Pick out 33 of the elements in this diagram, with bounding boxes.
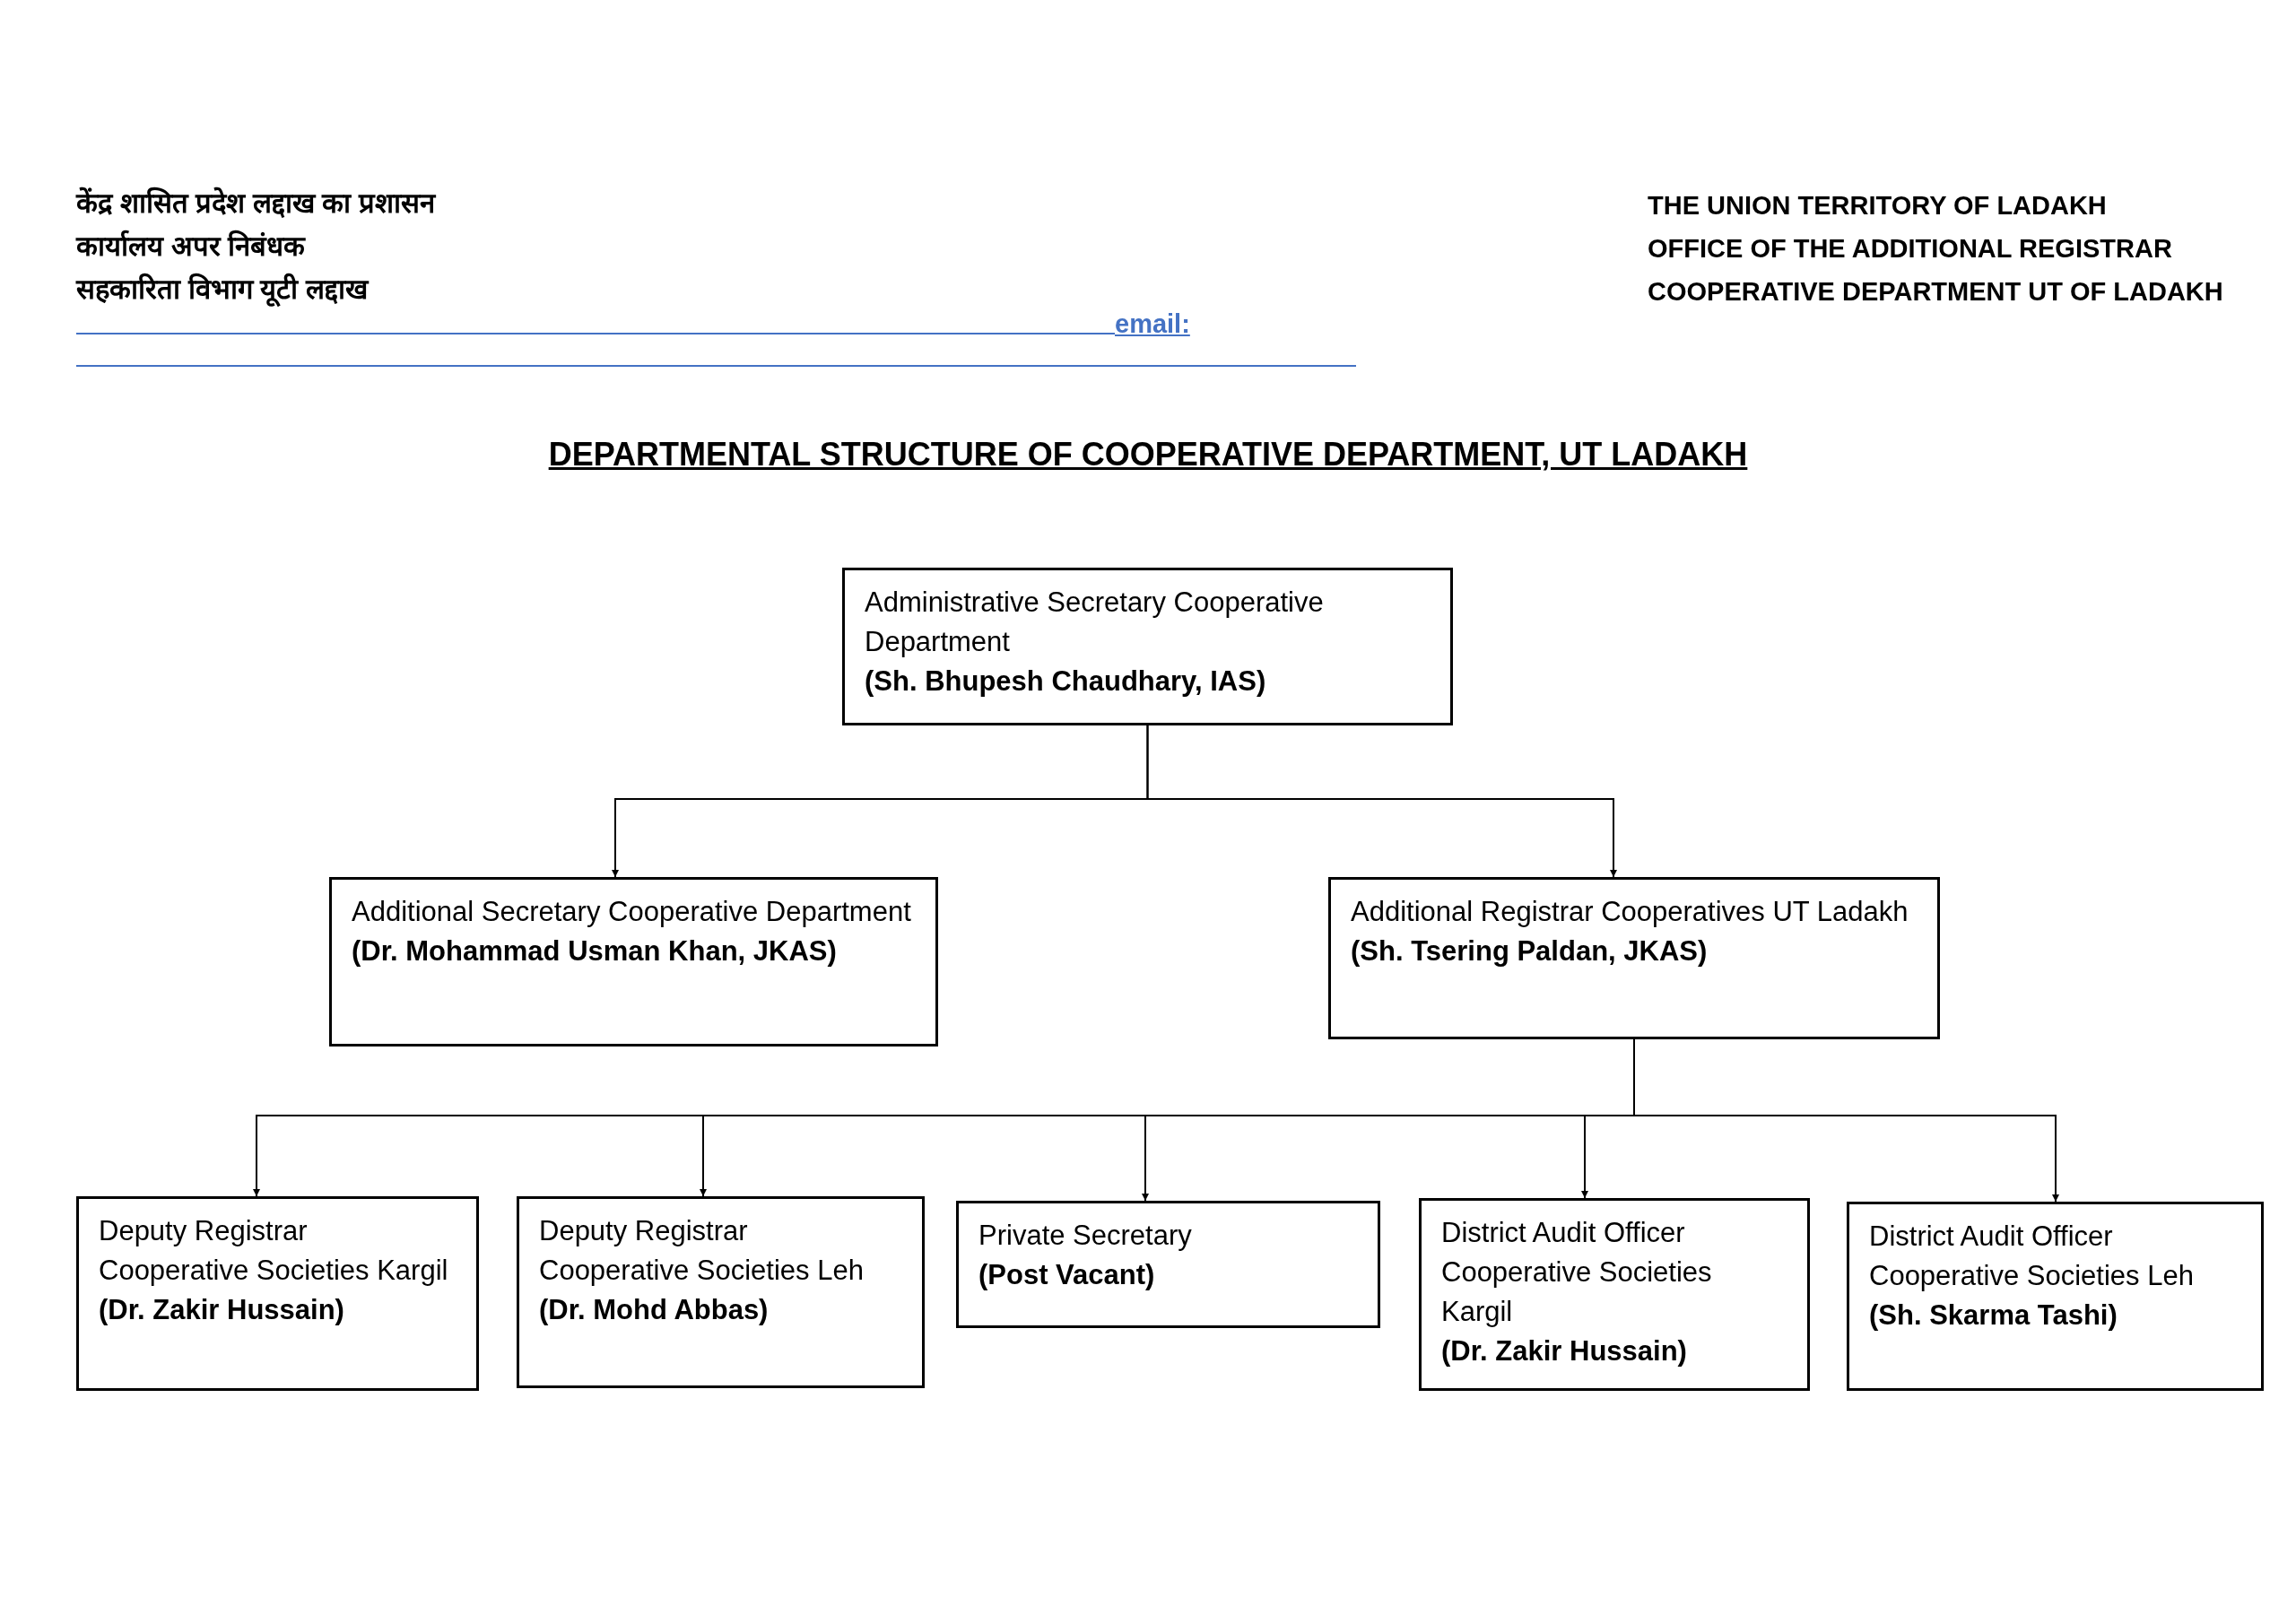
position-title: Deputy Registrar Cooperative Societies Leh (539, 1214, 865, 1288)
header-text: COOPERATIVE DEPARTMENT UT OF LADAKH (1648, 276, 2223, 308)
header-text: सहकारिता विभाग यूटी लद्दाख (76, 272, 370, 308)
officer-name: (Dr. Zakir Hussain) (1441, 1334, 1688, 1368)
position-title: Additional Registrar Cooperatives UT Ladakh (1351, 895, 1909, 929)
position-title: Additional Secretary Cooperative Department (352, 895, 912, 929)
position-title: Private Secretary (978, 1219, 1193, 1253)
position-box (1847, 1202, 2264, 1391)
header-text: केंद्र शासित प्रदेश लद्दाख का प्रशासन (76, 186, 436, 221)
position-title: District Audit Officer Cooperative Societies Leh (1869, 1220, 2195, 1293)
officer-name: (Post Vacant) (978, 1258, 1156, 1292)
email-label: email: (1115, 308, 1190, 340)
officer-name: (Sh. Bhupesh Chaudhary, IAS) (865, 664, 1267, 699)
position-box (842, 568, 1453, 725)
position-title: Administrative Secretary Cooperative Department (865, 586, 1325, 659)
position-box (329, 877, 938, 1046)
officer-name: (Dr. Mohammad Usman Khan, JKAS) (352, 934, 838, 968)
officer-name: (Dr. Zakir Hussain) (99, 1293, 345, 1327)
connector-arrow (1146, 725, 1617, 878)
header-text: THE UNION TERRITORY OF LADAKH (1648, 190, 2108, 221)
diagram-title: DEPARTMENTAL STRUCTURE OF COOPERATIVE DEPARTMENT, UT LADAKH (547, 435, 1749, 474)
position-title: District Audit Officer Cooperative Societies Kargil (1441, 1216, 1713, 1329)
position-box (1328, 877, 1940, 1039)
officer-name: (Sh. Skarma Tashi) (1869, 1298, 2118, 1333)
officer-name: (Sh. Tsering Paldan, JKAS) (1351, 934, 1709, 968)
position-title: Deputy Registrar Cooperative Societies Kargil (99, 1214, 449, 1288)
officer-name: (Dr. Mohd Abbas) (539, 1293, 770, 1327)
position-box (1419, 1198, 1810, 1391)
position-box (517, 1196, 925, 1388)
header-text: कार्यालय अपर निबंधक (76, 229, 307, 264)
position-box (76, 1196, 479, 1391)
position-box (956, 1201, 1380, 1328)
header-text: OFFICE OF THE ADDITIONAL REGISTRAR (1648, 233, 2173, 265)
